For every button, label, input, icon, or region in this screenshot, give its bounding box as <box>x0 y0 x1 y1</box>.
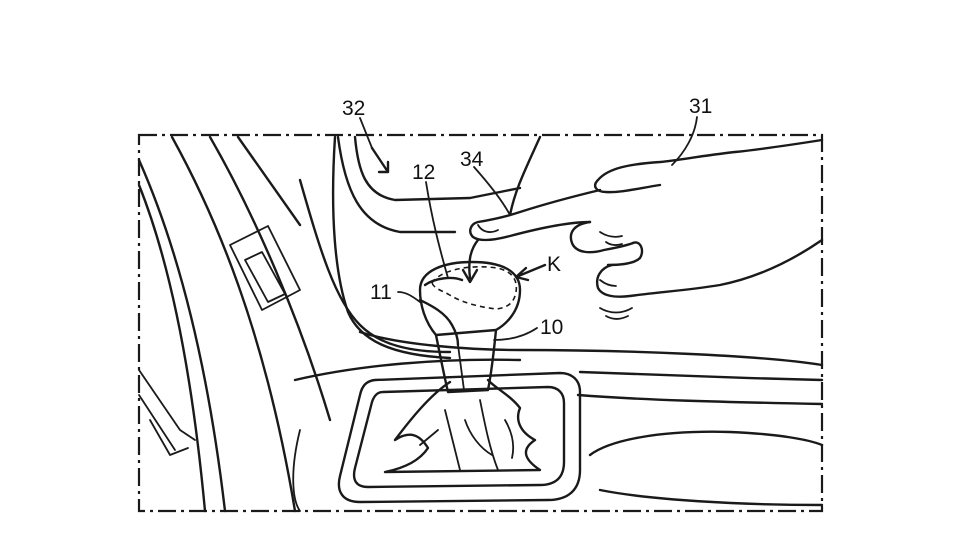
leader-34 <box>473 166 511 216</box>
label-11: 11 <box>370 281 392 304</box>
arrow-32 <box>370 146 390 174</box>
leader-11 <box>397 291 421 303</box>
touch-arrow <box>468 238 480 280</box>
label-10: 10 <box>540 316 563 339</box>
leader-12 <box>425 181 449 279</box>
label-31: 31 <box>689 95 712 118</box>
touch-sensitive-area <box>431 265 518 310</box>
car-interior <box>137 135 824 513</box>
leader-10 <box>493 327 538 341</box>
leader-32 <box>359 117 373 149</box>
view-frame <box>137 133 824 513</box>
label-k: K <box>547 253 561 276</box>
label-12: 12 <box>412 161 435 184</box>
shift-boot <box>383 378 542 474</box>
touch-arrow-head <box>461 268 479 284</box>
leader-31 <box>671 116 698 166</box>
arrow-k <box>514 263 547 282</box>
gear-lever <box>418 260 522 394</box>
hand <box>469 138 824 320</box>
label-32: 32 <box>342 97 365 120</box>
label-34: 34 <box>460 148 484 171</box>
reference-labels: 32 31 34 12 K 11 10 <box>342 95 712 339</box>
leader-lines <box>359 116 698 341</box>
